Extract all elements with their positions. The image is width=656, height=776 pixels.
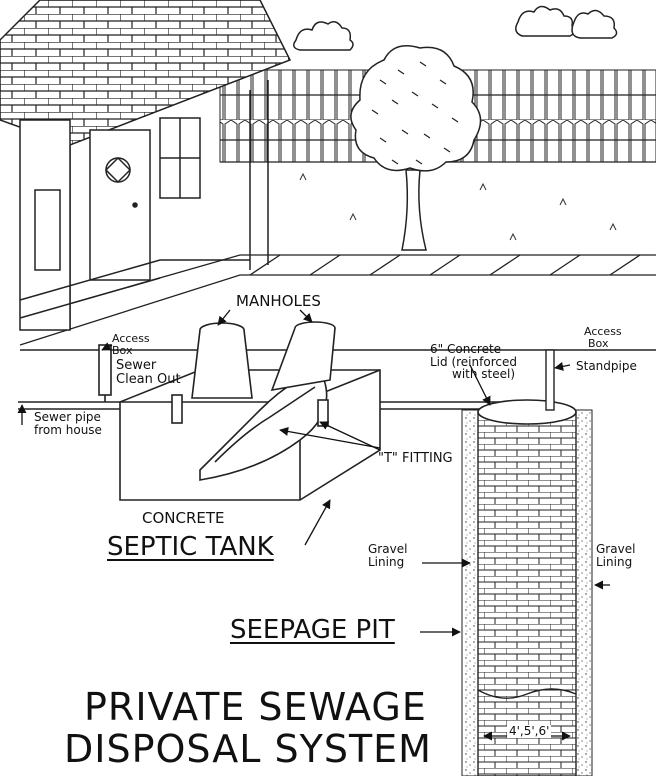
access-box-right-line-1: Access — [584, 325, 622, 338]
manholes-label: MANHOLES — [236, 292, 321, 310]
tree — [350, 45, 482, 251]
house — [0, 0, 292, 331]
sewer-pipe-line-2: from house — [34, 422, 102, 437]
seepage-pit — [461, 349, 593, 776]
access-box-left-line-1: Access — [112, 332, 150, 345]
pit-width-label: 4',5',6' — [507, 724, 552, 738]
title-line-2: DISPOSAL SYSTEM — [64, 726, 432, 771]
gravel-lining-left-line-1: Gravel — [368, 542, 408, 556]
gravel-lining-right-line-2: Lining — [596, 554, 633, 569]
concrete-lid-line-1: 6" Concrete — [430, 342, 502, 356]
concrete-lid-line-2: Lid (reinforced — [430, 354, 517, 369]
standpipe-label: Standpipe — [576, 359, 637, 373]
clouds — [293, 5, 618, 51]
concrete-lid-label: 6" Concrete Lid (reinforced with steel) — [430, 343, 517, 381]
sewer-clean-out-line-1: Sewer — [116, 358, 157, 373]
seepage-pit-label: SEEPAGE PIT — [230, 615, 395, 645]
t-fitting-label: "T" FITTING — [378, 451, 453, 466]
access-box-right-label: Access Box — [584, 326, 622, 349]
access-box-left-line-2: Box — [112, 343, 133, 357]
sewer-clean-out-line-2: Clean Out — [116, 371, 181, 387]
access-box-left-label: Access Box — [112, 333, 150, 356]
sewer-pipe-line-1: Sewer pipe — [34, 410, 101, 424]
manholes — [191, 321, 336, 399]
septic-tank-label: SEPTIC TANK — [107, 532, 274, 562]
gravel-lining-left-label: Gravel Lining — [368, 543, 407, 568]
sewer-clean-out-label: Sewer Clean Out — [116, 359, 181, 386]
access-box-right-line-2: Box — [588, 336, 609, 350]
page-title: PRIVATE SEWAGE DISPOSAL SYSTEM — [64, 685, 432, 770]
title-line-1: PRIVATE SEWAGE — [84, 685, 427, 729]
septic-tank — [119, 369, 381, 501]
concrete-label: CONCRETE — [142, 509, 225, 527]
gravel-lining-left-line-2: Lining — [368, 554, 405, 569]
gravel-lining-right-line-1: Gravel — [596, 542, 636, 556]
concrete-lid-line-3: with steel) — [452, 367, 516, 382]
gravel-lining-right-label: Gravel Lining — [596, 543, 635, 568]
sewer-pipe-label: Sewer pipe from house — [34, 411, 102, 436]
